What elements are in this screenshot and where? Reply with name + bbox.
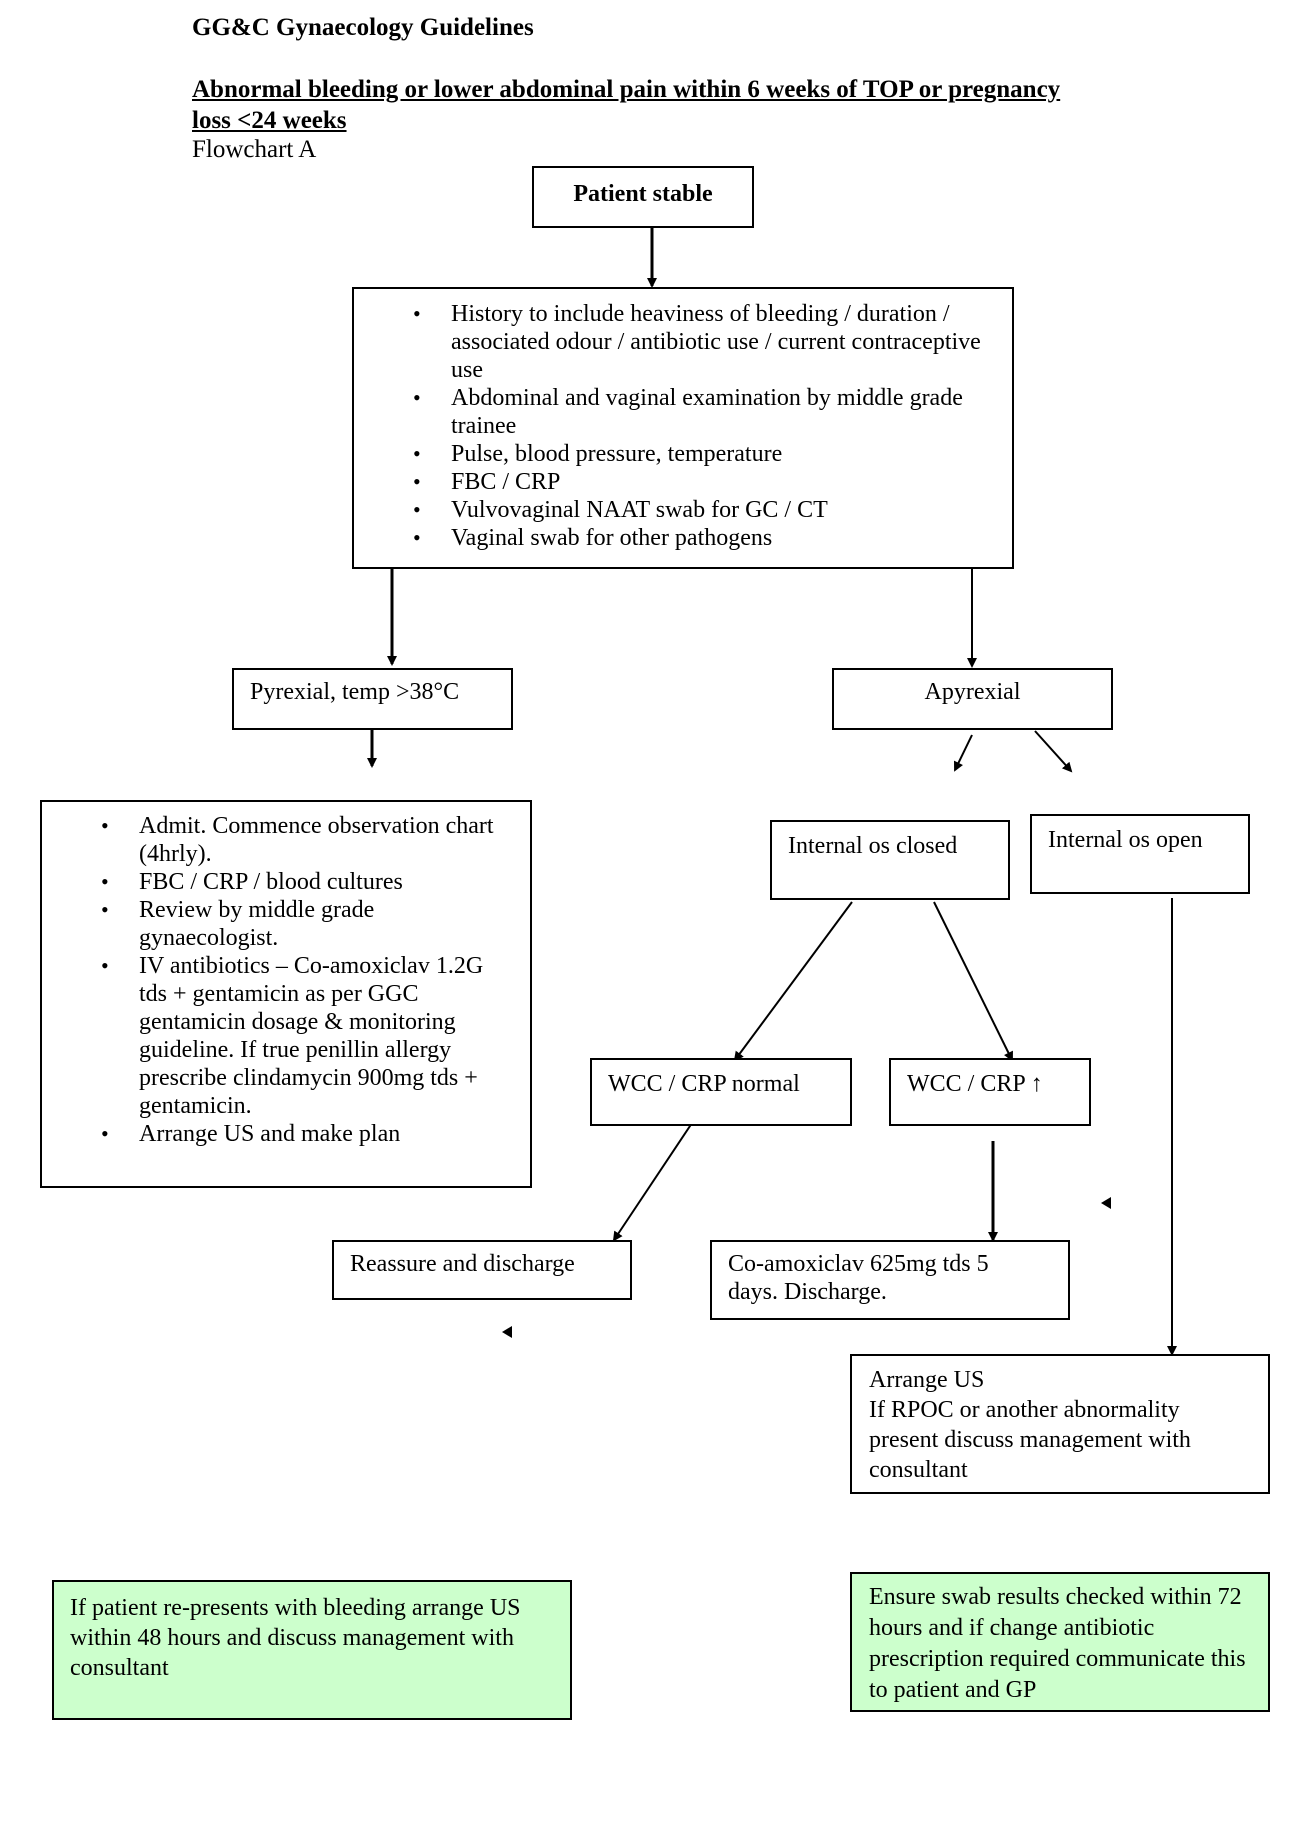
pyrexial-actions-box: Admit. Commence observation chart (4hrly…	[40, 800, 532, 1188]
wcc-raised-box: WCC / CRP ↑	[889, 1058, 1091, 1126]
stray-arrowhead-right	[1101, 1197, 1111, 1209]
coamoxiclav-box: Co-amoxiclav 625mg tds 5 days. Discharge…	[710, 1240, 1070, 1320]
assessment-item: Pulse, blood pressure, temperature	[413, 440, 992, 468]
note-left-box: If patient re-presents with bleeding arr…	[52, 1580, 572, 1720]
os-open-box: Internal os open	[1030, 814, 1250, 894]
reassure-label: Reassure and discharge	[350, 1251, 575, 1277]
note-right-box: Ensure swab results checked within 72 ho…	[850, 1572, 1270, 1712]
pyrexial-box: Pyrexial, temp >38°C	[232, 668, 513, 730]
stray-arrowhead-left	[502, 1326, 512, 1338]
document-title: Abnormal bleeding or lower abdominal pai…	[192, 76, 1061, 134]
org-title: GG&C Gynaecology Guidelines	[192, 14, 534, 41]
wcc-normal-label: WCC / CRP normal	[608, 1071, 800, 1097]
pyrexial-label: Pyrexial, temp >38°C	[250, 679, 460, 705]
coamoxiclav-label: Co-amoxiclav 625mg tds 5 days. Discharge…	[728, 1251, 989, 1305]
apyrexial-label: Apyrexial	[924, 679, 1021, 705]
os-closed-label: Internal os closed	[788, 833, 958, 859]
apyrexial-box: Apyrexial	[832, 668, 1113, 730]
assessment-item: History to include heaviness of bleeding…	[413, 300, 992, 384]
arrow-normal-to-reassure	[612, 1122, 693, 1242]
os-open-label: Internal os open	[1048, 827, 1203, 853]
patient-stable-box: Patient stable	[532, 166, 754, 228]
wcc-normal-box: WCC / CRP normal	[590, 1058, 852, 1126]
pyrexial-action-item: IV antibiotics – Co-amoxiclav 1.2G tds +…	[101, 952, 510, 1120]
arrange-us-text: If RPOC or another abnormality present d…	[869, 1397, 1191, 1483]
note-left-text: If patient re-presents with bleeding arr…	[70, 1595, 521, 1681]
arrow-apyrexial-to-closed	[953, 734, 973, 772]
patient-stable-label: Patient stable	[573, 181, 713, 207]
arrow-closed-to-raised	[933, 901, 1013, 1062]
flowchart-label: Flowchart A	[192, 136, 317, 163]
assessment-item: FBC / CRP	[413, 468, 992, 496]
reassure-box: Reassure and discharge	[332, 1240, 632, 1300]
wcc-raised-label: WCC / CRP ↑	[907, 1071, 1043, 1097]
assessment-item: Abdominal and vaginal examination by mid…	[413, 384, 992, 440]
arrange-us-title: Arrange US	[869, 1367, 985, 1393]
pyrexial-action-item: Arrange US and make plan	[101, 1120, 510, 1148]
arrow-closed-to-normal	[733, 901, 853, 1062]
assessment-box: History to include heaviness of bleeding…	[352, 287, 1014, 569]
os-closed-box: Internal os closed	[770, 820, 1010, 900]
note-right-text: Ensure swab results checked within 72 ho…	[869, 1584, 1246, 1703]
assessment-item: Vaginal swab for other pathogens	[413, 524, 992, 552]
pyrexial-action-item: FBC / CRP / blood cultures	[101, 868, 510, 896]
assessment-item: Vulvovaginal NAAT swab for GC / CT	[413, 496, 992, 524]
arrange-us-box: Arrange US If RPOC or another abnormalit…	[850, 1354, 1270, 1494]
pyrexial-action-item: Review by middle grade gynaecologist.	[101, 896, 510, 952]
pyrexial-action-item: Admit. Commence observation chart (4hrly…	[101, 812, 510, 868]
arrow-apyrexial-to-open	[1034, 730, 1073, 773]
